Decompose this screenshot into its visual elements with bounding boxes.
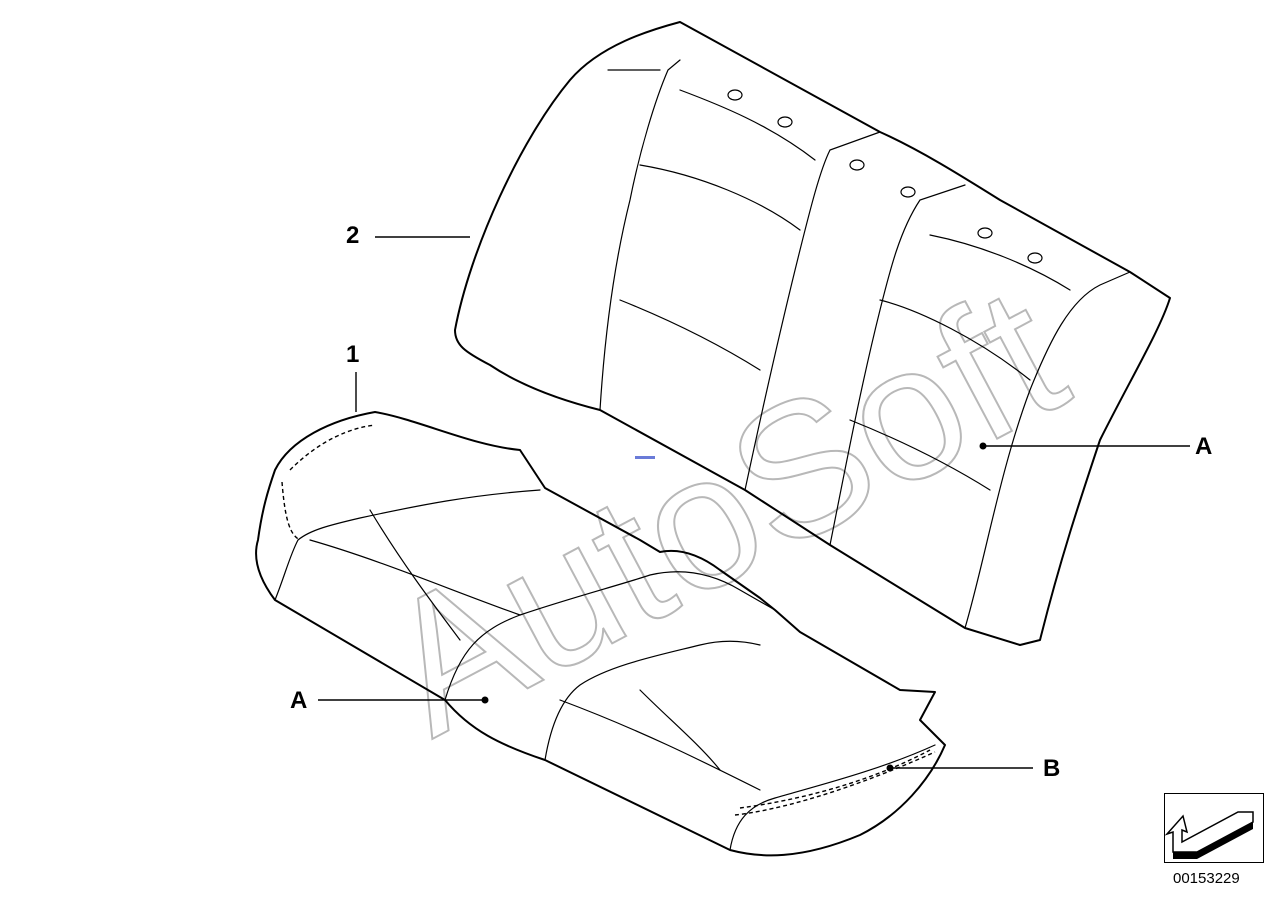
callout-label-backrest: 2 — [346, 222, 360, 249]
orientation-box — [1164, 793, 1264, 863]
blue-mark — [635, 456, 655, 459]
callout-label-cover-backrest: A — [1195, 433, 1213, 460]
callout-label-cover-seat: A — [290, 687, 308, 714]
watermark: AutoSoft — [352, 246, 1095, 775]
callout-label-seat-cushion: 1 — [346, 341, 360, 368]
part-number: 00153229 — [1173, 870, 1240, 887]
callout-label-piping: B — [1043, 755, 1061, 782]
callout-dot-cover-backrest — [979, 442, 987, 450]
backrest — [454, 21, 1171, 646]
orientation-arrow-icon — [1164, 811, 1254, 859]
callout-dot-piping — [886, 764, 894, 772]
seat-cushion — [254, 411, 946, 857]
callout-dot-cover-seat — [481, 696, 489, 704]
